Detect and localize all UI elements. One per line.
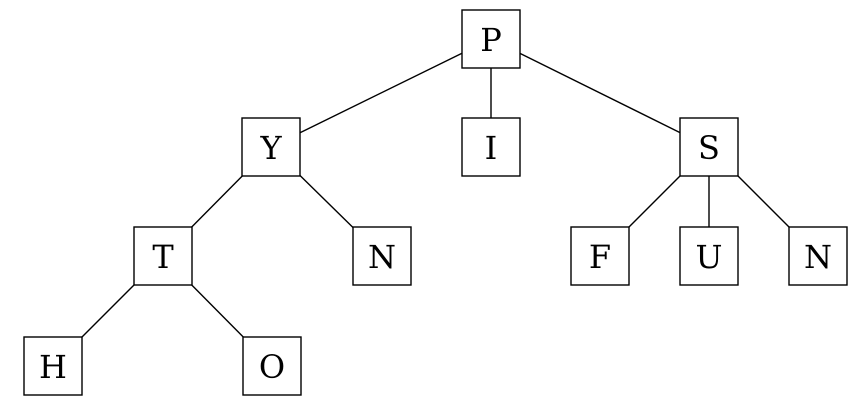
node-u: U — [679, 226, 739, 286]
node-label: Y — [259, 129, 282, 167]
node-n2: N — [788, 226, 848, 286]
node-box — [679, 226, 739, 286]
node-o: O — [242, 336, 302, 396]
node-p: P — [461, 9, 521, 69]
node-y: Y — [241, 117, 301, 177]
node-f: F — [570, 226, 630, 286]
node-label: I — [485, 129, 498, 167]
node-box — [242, 336, 302, 396]
edge-y-t — [191, 175, 243, 228]
node-box — [679, 117, 739, 177]
node-box — [788, 226, 848, 286]
node-box — [133, 226, 193, 286]
node-t: T — [133, 226, 193, 286]
node-box — [461, 9, 521, 69]
node-box — [23, 336, 83, 396]
node-i: I — [461, 117, 521, 177]
node-label: N — [368, 238, 396, 276]
node-label: U — [696, 238, 723, 276]
node-label: T — [152, 238, 174, 276]
node-h: H — [23, 336, 83, 396]
node-box — [241, 117, 301, 177]
edge-y-n1 — [299, 174, 354, 229]
node-box — [570, 226, 630, 286]
edge-t-o — [191, 284, 244, 338]
node-label: P — [480, 21, 502, 59]
node-label: S — [698, 129, 720, 167]
node-label: H — [39, 348, 67, 386]
edge-t-h — [81, 284, 135, 338]
node-box — [352, 226, 412, 286]
edge-p-s — [519, 52, 681, 134]
node-box — [461, 117, 521, 177]
node-label: F — [589, 238, 611, 276]
edge-s-n2 — [737, 175, 790, 228]
node-label: O — [259, 348, 285, 386]
node-s: S — [679, 117, 739, 177]
edge-p-y — [299, 52, 463, 134]
edges-layer — [81, 52, 790, 338]
node-n1: N — [352, 226, 412, 286]
node-label: N — [804, 238, 832, 276]
nodes-layer: P Y I S T N F U N H O — [23, 9, 848, 396]
edge-s-f — [628, 175, 681, 228]
